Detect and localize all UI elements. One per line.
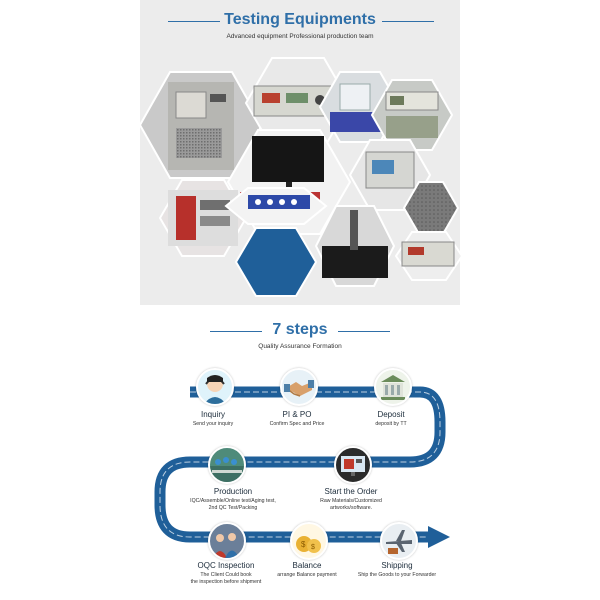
step-deposit-desc: deposit by TT — [375, 421, 407, 427]
step-balance-name: Balance — [292, 561, 322, 570]
step-production-desc: IQC/Assemble/Online test/Aging test, 2nd… — [190, 498, 276, 511]
switch-tester-photo — [348, 139, 432, 211]
factory-line-icon — [208, 446, 246, 484]
cable-bend-tester-photo — [158, 179, 248, 257]
step-inquiry-name: Inquiry — [200, 410, 225, 419]
headset-agent-icon — [196, 368, 234, 406]
step-pi-po-name: PI & PO — [282, 410, 312, 419]
step-deposit-name: Deposit — [377, 410, 405, 419]
instrument-rack-photo — [370, 79, 454, 151]
step-oqc-desc: The Client Could book the inspection bef… — [190, 572, 262, 585]
button-press-tester-photo — [224, 187, 328, 225]
arrow-head-icon — [428, 526, 450, 548]
equipment-subtitle: Advanced equipment Professional producti… — [226, 33, 374, 40]
handshake-icon — [280, 368, 318, 406]
money-bags-icon: $$ — [290, 522, 328, 560]
title-rule-left — [168, 21, 220, 22]
step-start-order-name: Start the Order — [324, 487, 378, 496]
steps-subtitle: Quality Assurance Formation — [258, 343, 342, 350]
svg-text:$: $ — [301, 540, 306, 549]
title-rule-right — [382, 21, 434, 22]
step-start-order-desc: Raw Materials/Customized artworks/softwa… — [320, 498, 382, 511]
step-oqc-name: OQC Inspection — [197, 561, 255, 570]
step-shipping-desc: Ship the Goods to your Forwarder — [357, 572, 437, 578]
steps-rule-left — [210, 331, 262, 332]
cargo-plane-icon — [380, 522, 418, 560]
step-balance-desc: arrange Balance payment — [277, 572, 337, 578]
steps-title: 7 steps — [272, 321, 328, 338]
step-production-name: Production — [213, 487, 253, 496]
equipment-hex-grid — [138, 57, 464, 297]
power-meter-photo — [394, 231, 464, 281]
bank-icon — [374, 368, 412, 406]
inspection-team-icon — [208, 522, 246, 560]
hardness-tester-photo — [314, 205, 396, 287]
svg-text:$: $ — [311, 544, 315, 551]
order-monitor-icon — [334, 446, 372, 484]
step-pi-po-desc: Confirm Spec and Price — [269, 421, 325, 427]
climate-chamber-photo — [138, 71, 264, 179]
step-inquiry-desc: Send your inquiry — [192, 421, 234, 427]
step-shipping-name: Shipping — [381, 561, 413, 570]
blue-hex-tile — [234, 227, 318, 297]
steps-rule-right — [338, 331, 390, 332]
equipment-title: Testing Equipments — [224, 11, 376, 28]
